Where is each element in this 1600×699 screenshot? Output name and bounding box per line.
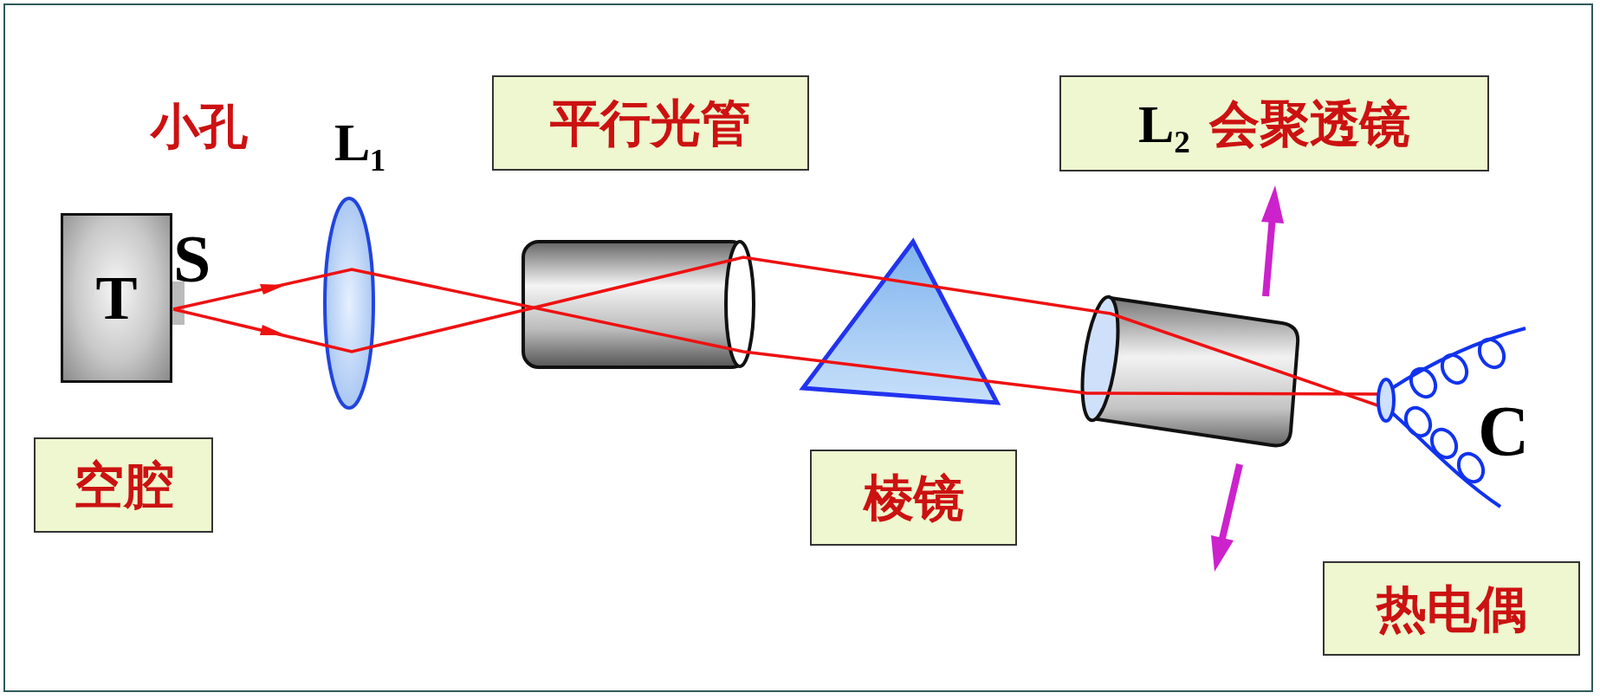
coil-loop	[1437, 350, 1472, 388]
box-text: 空腔	[73, 459, 175, 511]
box-text: 会聚透镜	[1209, 98, 1411, 149]
box-text: L₂	[1138, 97, 1191, 151]
collimator-tube	[523, 241, 747, 368]
aperture-name: S	[173, 225, 211, 293]
box-text: T	[95, 266, 137, 330]
cavity-label-box: 空腔	[33, 437, 214, 533]
lens-name: L₁	[334, 115, 387, 169]
coil-loop	[1400, 403, 1436, 441]
light-rays	[173, 257, 1383, 408]
focusing-tube	[1091, 297, 1298, 446]
thermocouple-label-box: 热电偶	[1322, 561, 1581, 656]
ray-arrowheads	[259, 284, 286, 336]
thermocouple-name: C	[1477, 395, 1529, 467]
prism-label-box: 棱镜	[809, 449, 1018, 546]
lens-l2	[1075, 294, 1125, 423]
lens-l1	[324, 198, 374, 409]
box-text: 棱镜	[863, 472, 965, 524]
motion-arrows	[1211, 185, 1284, 572]
box-text: 平行光管	[550, 97, 752, 149]
coil-loop	[1405, 364, 1441, 402]
lens-label-box: L₂ 会聚透镜	[1059, 75, 1490, 172]
coil-loop	[1474, 335, 1510, 372]
box-text: 热电偶	[1376, 583, 1528, 635]
collimator-label-box: 平行光管	[492, 75, 810, 171]
coil-loop	[1426, 425, 1462, 462]
aperture-label: 小孔	[150, 102, 248, 151]
cavity-box: T	[60, 213, 173, 383]
